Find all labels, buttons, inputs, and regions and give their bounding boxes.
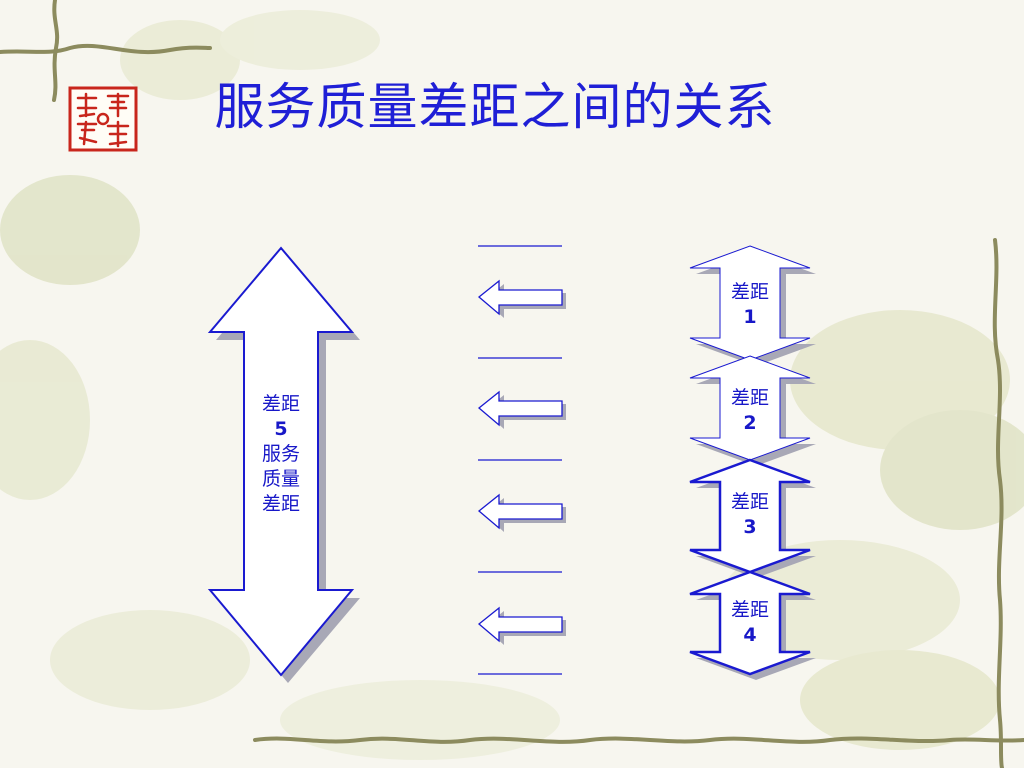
gap-arrow-4 [689,570,816,680]
gap-3-label-number: 3 [743,516,757,538]
big-arrow-label-line3: 服务 [261,443,300,465]
gap-4-label-text: 差距 [730,599,769,621]
gap-arrow-3 [689,458,816,578]
gap-2-label-text: 差距 [730,387,769,409]
left-arrow-1 [477,279,566,318]
big-arrow-label-number: 5 [274,418,288,440]
gap-arrow-1 [689,245,816,366]
left-arrow-4 [477,606,566,645]
gap-4-label-number: 4 [743,624,757,646]
page-title: 服务质量差距之间的关系 [214,78,776,136]
gap-3-label: 差距 3 [716,490,784,540]
big-arrow-label: 差距 5 服务 质量 差距 [246,392,316,517]
big-arrow-label-line5: 差距 [261,493,300,515]
gap-2-label-number: 2 [743,412,757,434]
gap-1-label-text: 差距 [730,281,769,303]
separator-lines [478,245,562,675]
gap-3-label-text: 差距 [730,491,769,513]
big-double-arrow [207,246,360,683]
gap-2-label: 差距 2 [716,386,784,436]
big-arrow-label-line4: 质量 [261,468,300,490]
big-arrow-label-line1: 差距 [261,393,300,415]
gap-1-label-number: 1 [743,306,757,328]
left-arrow-3 [477,493,566,532]
seal-logo [68,86,138,152]
gap-4-label: 差距 4 [716,598,784,648]
left-arrow-2 [477,390,566,429]
gap-arrow-2 [689,355,816,466]
gap-1-label: 差距 1 [716,280,784,330]
